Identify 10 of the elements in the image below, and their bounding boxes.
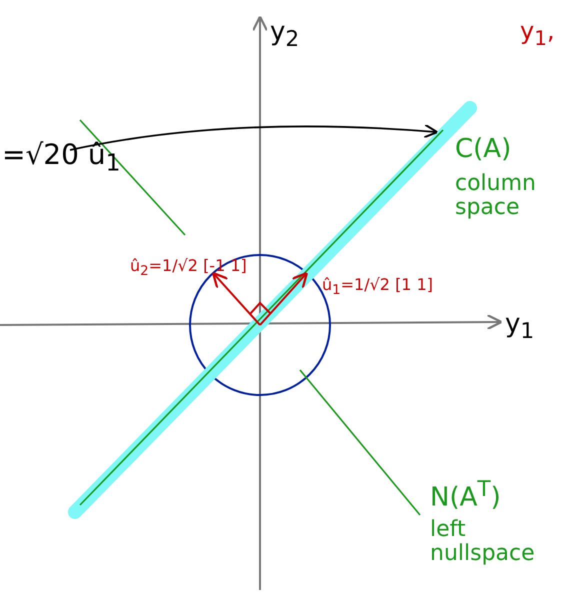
axis-label: y$_{1}$, — [520, 18, 555, 49]
axis-label: y$_{2}$ — [270, 18, 300, 52]
line-label: C(A) — [455, 135, 512, 164]
line-label: column space — [455, 172, 537, 220]
line-label: N(A$^{T}$) — [430, 478, 501, 512]
axis-label: y$_{1}$ — [505, 310, 534, 344]
curved-arrow — [70, 124, 438, 151]
vector-label: û$_{1}$=1/√2 [1 1] — [322, 276, 433, 299]
vector-label: û$_{2}$=1/√2 [-1 1] — [130, 257, 247, 280]
line-label: left nullspace — [430, 518, 536, 566]
